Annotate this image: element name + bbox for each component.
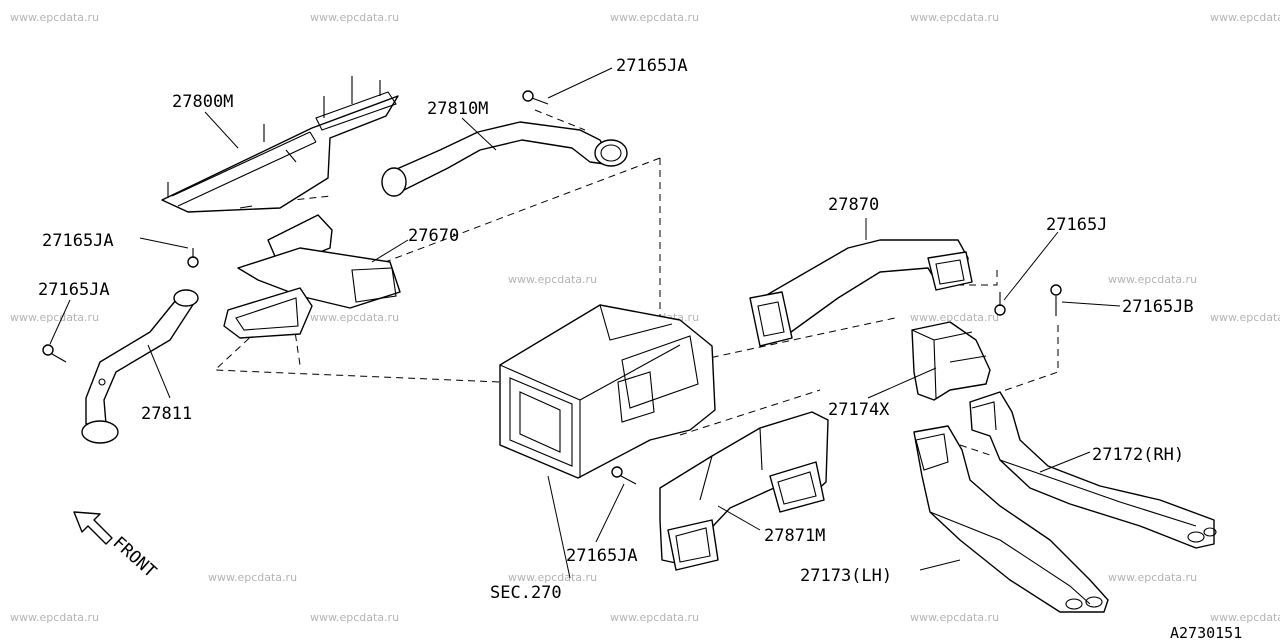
- label-27870: 27870: [828, 195, 879, 215]
- watermark: www.epcdata.ru: [310, 311, 399, 324]
- screw-icon: [42, 344, 67, 363]
- watermark: www.epcdata.ru: [1108, 571, 1197, 584]
- part-heater-unit: [499, 304, 716, 479]
- watermark: www.epcdata.ru: [910, 611, 999, 624]
- label-27811: 27811: [141, 404, 192, 424]
- label-sec270: SEC.270: [490, 583, 562, 603]
- leader-lines: [49, 67, 1121, 579]
- watermark: www.epcdata.ru: [610, 11, 699, 24]
- part-27810M-duct: [381, 121, 628, 197]
- screw-icon: [187, 248, 199, 268]
- watermark: www.epcdata.ru: [508, 571, 597, 584]
- screw-icon: [1050, 284, 1062, 316]
- screw-icon: [611, 466, 637, 485]
- label-27871M: 27871M: [764, 526, 825, 546]
- watermark: www.epcdata.ru: [910, 311, 999, 324]
- label-27173LH: 27173(LH): [800, 566, 892, 586]
- screw-icon: [994, 292, 1006, 316]
- watermark: www.epcdata.ru: [10, 11, 99, 24]
- label-27165JA-left: 27165JA: [42, 231, 114, 251]
- watermark: www.epcdata.ru: [10, 311, 99, 324]
- part-27870-duct: [749, 239, 973, 347]
- front-direction-indicator: FRONT: [73, 511, 160, 582]
- watermark: www.epcdata.ru: [910, 11, 999, 24]
- watermark: www.epcdata.ru: [508, 273, 597, 286]
- label-27800M: 27800M: [172, 92, 233, 112]
- label-27165J: 27165J: [1046, 215, 1107, 235]
- label-27165JA-top: 27165JA: [616, 56, 688, 76]
- part-labels: 27800M 27810M 27165JA 27165JA 27165JA 27…: [38, 56, 1242, 640]
- watermark: www.epcdata.ru: [1210, 611, 1280, 624]
- watermark: www.epcdata.ru: [1108, 273, 1197, 286]
- watermark: www.epcdata.ru: [310, 11, 399, 24]
- part-27172RH-duct: [969, 391, 1217, 549]
- label-27165JA-left2: 27165JA: [38, 280, 110, 300]
- screw-icon: [522, 90, 549, 105]
- front-label: FRONT: [109, 533, 160, 582]
- part-27173LH-duct: [913, 425, 1109, 613]
- label-27172RH: 27172(RH): [1092, 445, 1184, 465]
- part-27800M-bracket: [161, 76, 399, 213]
- watermark: www.epcdata.ru: [310, 611, 399, 624]
- part-27670-duct: [223, 214, 401, 339]
- diagram-reference-number: A2730151: [1170, 624, 1242, 640]
- part-27174X-duct: [911, 321, 991, 401]
- label-27165JA-bottom: 27165JA: [566, 546, 638, 566]
- watermark: www.epcdata.ru: [208, 571, 297, 584]
- part-27811-duct: [81, 289, 199, 444]
- label-27165JB: 27165JB: [1122, 297, 1194, 317]
- watermark: www.epcdata.ru: [1210, 311, 1280, 324]
- label-27670: 27670: [408, 226, 459, 246]
- label-27174X: 27174X: [828, 400, 890, 420]
- watermark: www.epcdata.ru: [610, 611, 699, 624]
- watermark: www.epcdata.ru: [10, 611, 99, 624]
- label-27810M: 27810M: [427, 99, 488, 119]
- watermark: www.epcdata.ru: [1210, 11, 1280, 24]
- screw-icons: [42, 90, 1062, 485]
- front-arrow-icon: [73, 511, 113, 545]
- watermark-layer: www.epcdata.ru www.epcdata.ru www.epcdat…: [10, 11, 1280, 624]
- part-27871M-duct: [659, 411, 829, 571]
